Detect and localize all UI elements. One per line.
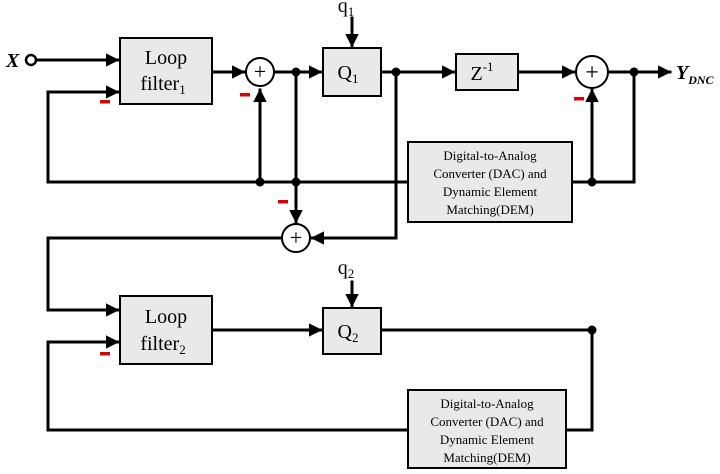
svg-text:filter1: filter1 — [140, 73, 185, 97]
svg-text:Converter (DAC) and: Converter (DAC) and — [433, 166, 547, 181]
delay-block: Z-1 — [455, 53, 519, 91]
q1-noise-label: q1 — [338, 0, 355, 19]
minus-marker-loop-filter-2 — [100, 352, 110, 356]
svg-text:+: + — [290, 225, 302, 250]
junction-dots — [255, 67, 639, 335]
minus-marker-sum-output — [574, 97, 584, 101]
svg-text:Q1: Q1 — [338, 62, 359, 86]
wires-bottom-loop — [46, 280, 594, 432]
svg-text:Z-1: Z-1 — [470, 59, 493, 85]
quantizer-1-block: Q1 — [322, 47, 382, 97]
svg-text:Matching(DEM): Matching(DEM) — [446, 202, 533, 217]
summing-junction-output: + — [575, 55, 609, 89]
wires-error-path — [46, 70, 398, 317]
input-terminal — [24, 53, 38, 67]
svg-text:Digital-to-Analog: Digital-to-Analog — [443, 148, 537, 163]
svg-text:Converter (DAC) and: Converter (DAC) and — [430, 414, 544, 429]
output-label: YDNC — [676, 62, 715, 87]
svg-text:Q2: Q2 — [338, 321, 359, 345]
loop-filter-2-block: Loop filter2 — [119, 295, 213, 365]
summing-junction-1: + — [245, 57, 275, 87]
minus-marker-loop-filter-1 — [100, 100, 110, 104]
minus-markers — [100, 93, 584, 356]
svg-text:Loop: Loop — [145, 47, 187, 69]
loop-filter-1-block: Loop filter1 — [119, 37, 213, 105]
svg-text:Dynamic Element: Dynamic Element — [443, 184, 538, 199]
summing-junction-error: + — [281, 223, 311, 253]
input-label: X — [5, 50, 20, 72]
svg-text:filter2: filter2 — [140, 333, 185, 357]
svg-text:Dynamic Element: Dynamic Element — [440, 432, 535, 447]
minus-marker-sum-error — [278, 200, 288, 204]
svg-text:Matching(DEM): Matching(DEM) — [443, 450, 530, 465]
svg-text:Loop: Loop — [145, 306, 187, 328]
quantizer-2-block: Q2 — [322, 307, 382, 355]
minus-marker-sum-1 — [240, 93, 250, 97]
q2-noise-label: q2 — [338, 257, 355, 281]
dac-dem-block-1: Digital-to-Analog Converter (DAC) and Dy… — [407, 141, 573, 223]
dac-dem-block-2: Digital-to-Analog Converter (DAC) and Dy… — [407, 389, 567, 469]
svg-text:Digital-to-Analog: Digital-to-Analog — [440, 396, 534, 411]
svg-text:+: + — [585, 60, 599, 86]
svg-text:+: + — [254, 59, 266, 84]
